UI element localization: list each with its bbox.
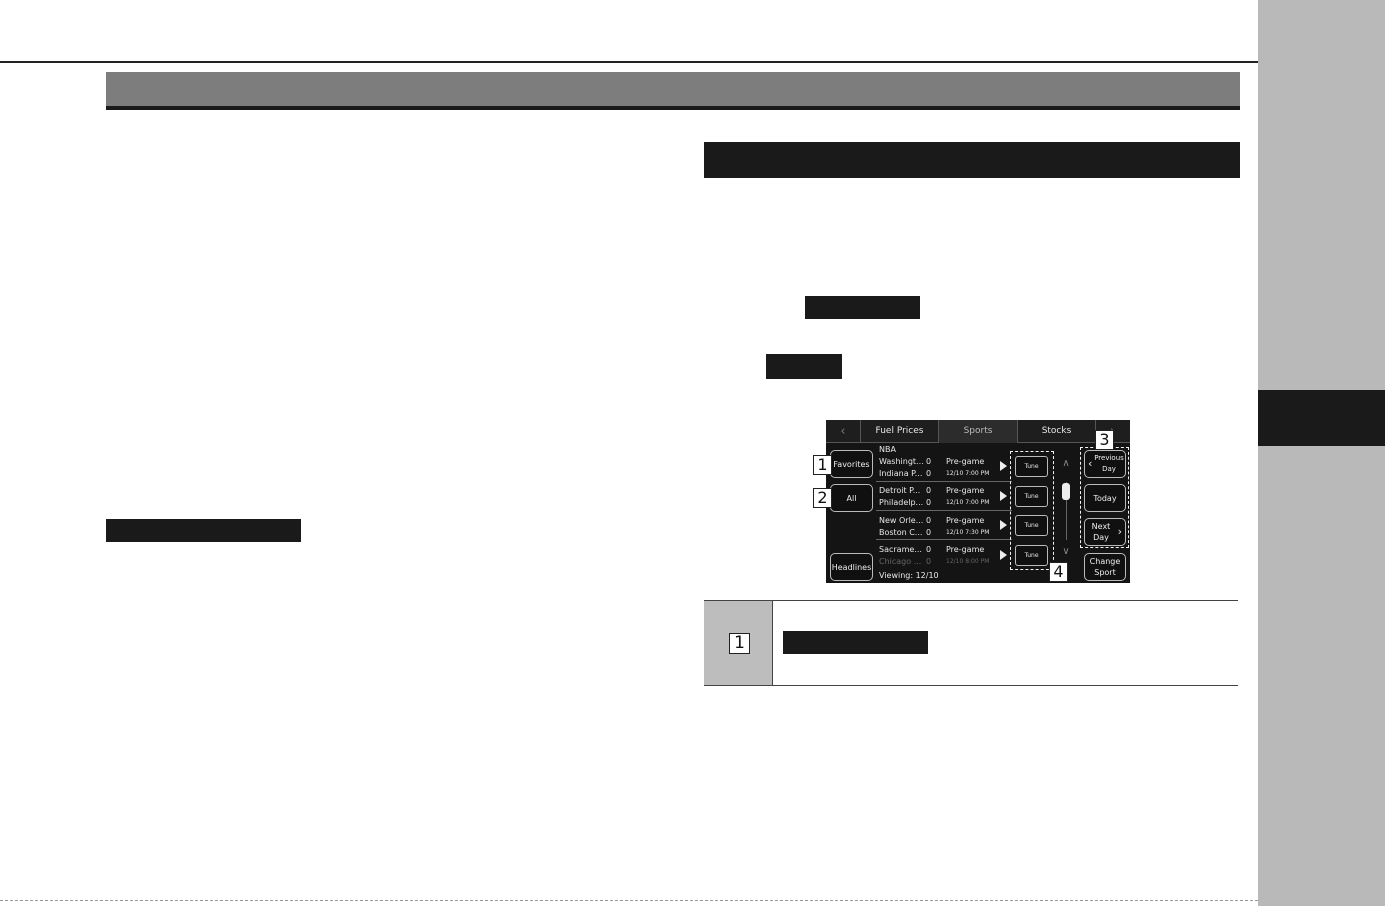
- play-icon[interactable]: [1000, 491, 1007, 501]
- play-icon[interactable]: [1000, 520, 1007, 530]
- game-time: 12/10 7:00 PM: [946, 499, 990, 506]
- callout-4: 4: [1049, 562, 1068, 582]
- team-score: 0: [926, 545, 932, 554]
- game-time: 12/10 8:00 PM: [946, 558, 990, 565]
- league-label: NBA: [879, 445, 896, 454]
- tab-prev-icon[interactable]: ‹: [840, 424, 846, 439]
- next-day-button[interactable]: Next Day ›: [1084, 518, 1126, 546]
- tune-button[interactable]: Tune: [1015, 545, 1048, 566]
- previous-day-button[interactable]: ‹ Previous Day: [1084, 450, 1126, 478]
- table-bottom-rule: [704, 685, 1238, 686]
- change-sport-line2: Sport: [1094, 568, 1116, 577]
- tab-fuel-prices[interactable]: Fuel Prices: [860, 420, 938, 443]
- today-button[interactable]: Today: [1084, 484, 1126, 512]
- scroll-track[interactable]: [1066, 482, 1067, 540]
- redacted-label-1: [106, 519, 301, 542]
- callout-3: 3: [1095, 430, 1114, 450]
- team-score: 0: [926, 498, 932, 507]
- game-status: Pre-game: [946, 486, 985, 495]
- section-banner: [106, 72, 1240, 110]
- scroll-up-icon[interactable]: ∧: [1062, 458, 1070, 469]
- tune-button[interactable]: Tune: [1015, 515, 1048, 536]
- team-name: New Orle...: [879, 516, 924, 525]
- game-row[interactable]: [876, 455, 1012, 482]
- top-rule: [0, 61, 1258, 63]
- team-name: Philadelp...: [879, 498, 924, 507]
- team-score: 0: [926, 516, 932, 525]
- tab-stocks[interactable]: Stocks: [1017, 420, 1095, 443]
- bottom-rule: [0, 900, 1258, 901]
- game-row[interactable]: [876, 482, 1012, 511]
- callout-1: 1: [813, 455, 832, 475]
- game-time: 12/10 7:30 PM: [946, 529, 990, 536]
- team-name: Detroit P...: [879, 486, 921, 495]
- redacted-label-4: [783, 631, 928, 654]
- team-score: 0: [926, 486, 932, 495]
- game-status: Pre-game: [946, 545, 985, 554]
- scroll-down-icon[interactable]: ∨: [1062, 546, 1070, 557]
- tune-buttons-outline: [1010, 451, 1054, 570]
- tune-button[interactable]: Tune: [1015, 456, 1048, 477]
- next-day-line2: Day: [1093, 533, 1109, 542]
- chapter-side-tab: [1258, 0, 1385, 906]
- play-icon[interactable]: [1000, 461, 1007, 471]
- play-icon[interactable]: [1000, 550, 1007, 560]
- change-sport-button[interactable]: Change Sport: [1084, 553, 1126, 581]
- team-name: Chicago ...: [879, 557, 922, 566]
- team-name: Indiana P...: [879, 469, 923, 478]
- sports-screen: ‹ Fuel Prices Sports Stocks › Favorites …: [826, 420, 1130, 583]
- chapter-side-tab-marker: [1258, 390, 1385, 446]
- redacted-label-2: [805, 296, 920, 319]
- redacted-label-3: [766, 354, 842, 379]
- scroll-thumb[interactable]: [1062, 483, 1070, 500]
- game-row[interactable]: [876, 511, 1012, 540]
- team-score: 0: [926, 457, 932, 466]
- team-name: Washingt...: [879, 457, 924, 466]
- favorites-button[interactable]: Favorites: [830, 450, 873, 478]
- chevron-left-icon: ‹: [1088, 457, 1093, 470]
- headlines-button[interactable]: Headlines: [830, 553, 873, 581]
- team-score: 0: [926, 469, 932, 478]
- table-row-number: 1: [729, 633, 750, 654]
- team-name: Boston C...: [879, 528, 923, 537]
- date-buttons-outline: [1080, 447, 1129, 548]
- tab-sports[interactable]: Sports: [938, 420, 1017, 443]
- previous-day-line1: Previous: [1094, 454, 1124, 462]
- subsection-banner: [704, 142, 1240, 178]
- game-status: Pre-game: [946, 457, 985, 466]
- team-score: 0: [926, 528, 932, 537]
- all-button[interactable]: All: [830, 484, 873, 512]
- team-name: Sacrame...: [879, 545, 922, 554]
- game-status: Pre-game: [946, 516, 985, 525]
- next-day-line1: Next: [1091, 522, 1111, 531]
- change-sport-line1: Change: [1089, 557, 1121, 566]
- viewing-date: Viewing: 12/10: [879, 571, 939, 580]
- tune-button[interactable]: Tune: [1015, 486, 1048, 507]
- tab-bar: ‹ Fuel Prices Sports Stocks ›: [826, 420, 1130, 443]
- previous-day-line2: Day: [1102, 465, 1116, 473]
- game-time: 12/10 7:00 PM: [946, 470, 990, 477]
- chevron-right-icon: ›: [1117, 525, 1122, 538]
- callout-2: 2: [813, 488, 832, 508]
- team-score: 0: [926, 557, 932, 566]
- table-top-rule: [704, 600, 1238, 601]
